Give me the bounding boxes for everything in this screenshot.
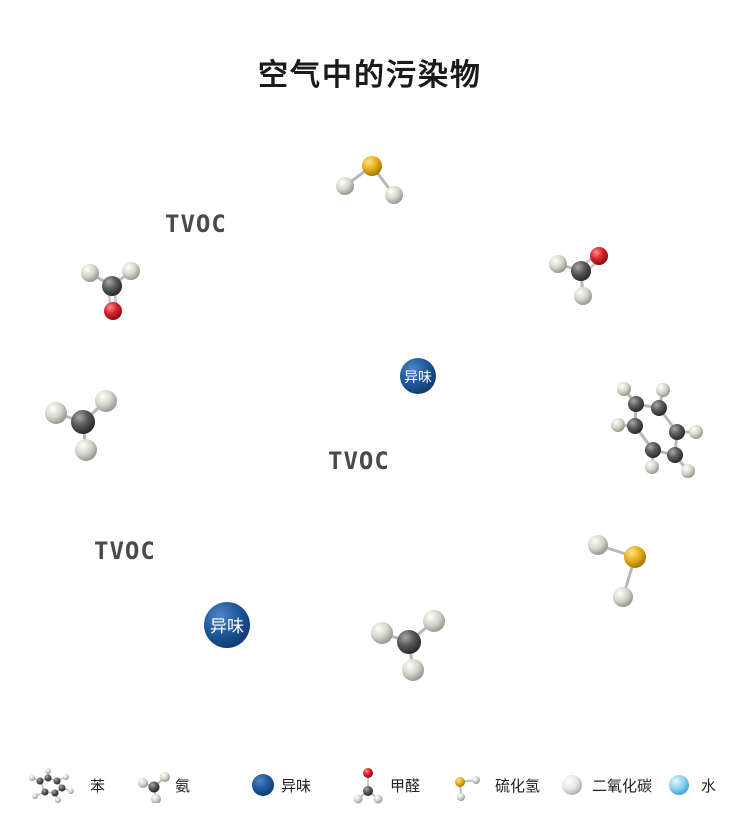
legend-label: 硫化氢 <box>495 776 541 795</box>
legend-label: 二氧化碳 <box>592 776 653 795</box>
legend-label: 苯 <box>90 776 106 795</box>
ammonia-icon <box>138 772 170 803</box>
tvoc-label: TVOC <box>328 447 390 475</box>
legend-label: 甲醛 <box>390 776 421 795</box>
legend-item-benzene: 苯 <box>26 760 105 810</box>
hydrogen-sulfide-icon <box>455 776 480 801</box>
legend-label: 氨 <box>175 776 191 795</box>
legend-item-carbon-dioxide: 二氧化碳 <box>561 760 652 810</box>
hydrogen-sulfide-molecule <box>336 156 403 204</box>
formaldehyde-molecule <box>549 247 608 305</box>
legend-item-formaldehyde: 甲醛 <box>352 760 420 810</box>
tvoc-label: TVOC <box>94 537 156 565</box>
odor-molecule: 异味 <box>400 358 436 394</box>
odor-icon <box>252 774 274 796</box>
legend-item-hydrogen-sulfide: 硫化氢 <box>452 760 540 810</box>
odor-molecule: 异味 <box>204 602 250 648</box>
page-title: 空气中的污染物 <box>258 58 482 93</box>
legend-item-ammonia: 氨 <box>136 760 190 810</box>
formaldehyde-molecule <box>81 262 140 320</box>
formaldehyde-icon <box>353 768 383 804</box>
legend-item-water: 水 <box>668 760 716 810</box>
legend: 苯 氨 异味 甲醛 硫 <box>0 760 740 810</box>
ammonia-molecule <box>45 390 117 461</box>
legend-label: 异味 <box>281 776 312 795</box>
ammonia-molecule <box>371 610 445 681</box>
water-icon <box>669 775 689 795</box>
pollutant-diagram: 异味 <box>45 156 703 681</box>
benzene-molecule <box>611 382 703 478</box>
hydrogen-sulfide-molecule <box>588 535 646 607</box>
carbon-dioxide-icon <box>562 775 582 795</box>
legend-label: 水 <box>701 776 717 795</box>
benzene-icon <box>29 768 74 803</box>
legend-item-odor: 异味 <box>251 760 311 810</box>
tvoc-label: TVOC <box>165 210 227 238</box>
odor-label: 异味 <box>210 617 244 637</box>
odor-label: 异味 <box>404 370 432 386</box>
